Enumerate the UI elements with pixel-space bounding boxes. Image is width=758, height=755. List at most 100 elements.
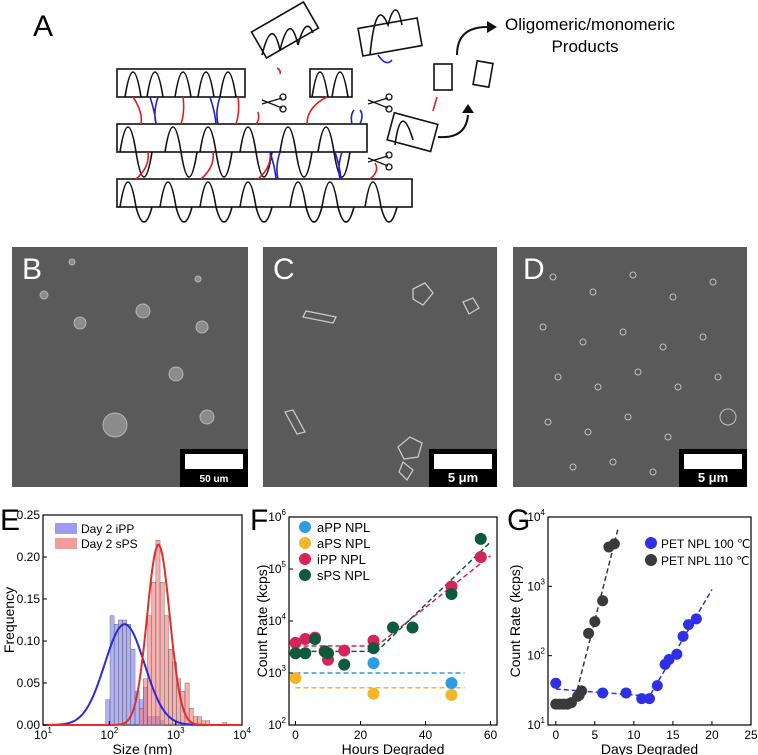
sem-image-d: D 5 μm (513, 247, 747, 487)
histogram-bar (130, 649, 136, 726)
legend-marker (645, 537, 657, 549)
panel-a-letter: A (33, 10, 54, 43)
crystal-particles (284, 282, 480, 482)
x-axis-label: Hours Degraded (342, 741, 445, 755)
scale-bar: 50 um (180, 449, 248, 487)
data-point (690, 613, 702, 625)
tick-label: 10 (627, 728, 641, 742)
histogram-bar (164, 615, 169, 726)
plot-frame (288, 516, 498, 726)
legend-marker (299, 553, 311, 565)
data-point (445, 677, 458, 690)
legend-swatch (55, 538, 77, 549)
panel-g-letter: G (507, 504, 531, 537)
scale-bar: 5 μm (679, 449, 747, 487)
tick-label: 0.05 (17, 676, 41, 690)
legend-marker (645, 554, 657, 566)
data-point (289, 672, 302, 685)
tick-label: 102 (268, 716, 286, 732)
arrow-icon (437, 26, 488, 139)
histogram-bar (118, 619, 123, 726)
data-point (387, 621, 399, 634)
legend-label: aPP NPL (317, 520, 370, 535)
data-point (597, 687, 609, 699)
histogram-bar (151, 581, 157, 726)
legend-label: sPS NPL (317, 568, 370, 583)
panel-c-letter: C (273, 253, 295, 286)
x-axis-label: Days Degraded (601, 741, 698, 755)
histogram-bar (122, 619, 127, 726)
legend-marker (299, 537, 311, 549)
lamella-bottom (116, 178, 413, 208)
blue-tie-chains (149, 54, 393, 180)
legend-label: PET NPL 110 ℃ (661, 554, 750, 568)
legend-swatch (55, 523, 77, 534)
data-point (677, 630, 689, 642)
data-point (474, 551, 487, 564)
panel-f-letter: F (250, 504, 269, 537)
tick-label: 0.00 (17, 718, 41, 732)
data-point (367, 687, 380, 700)
data-point (597, 595, 609, 607)
lamella-top-left (116, 68, 246, 98)
fit-line (574, 527, 620, 698)
tick-label: 60 (484, 728, 498, 742)
x-axis-label: Size (nm) (113, 741, 173, 755)
tick-label: 104 (527, 508, 545, 524)
fit-curve (43, 543, 242, 726)
histogram-bar (113, 623, 119, 726)
data-point (309, 633, 321, 646)
tick-label: 101 (34, 726, 52, 742)
plot-frame (42, 514, 243, 726)
data-point (550, 677, 562, 689)
data-point (636, 693, 648, 705)
data-point (338, 658, 351, 671)
data-point (683, 619, 695, 631)
tick-label: 102 (100, 726, 118, 742)
data-point (474, 532, 487, 545)
tick-label: 103 (527, 577, 545, 593)
tick-label: 0 (552, 728, 559, 742)
data-point (406, 621, 419, 634)
histogram-bar (126, 623, 131, 726)
tick-label: 106 (268, 508, 286, 524)
tick-label: 40 (419, 728, 433, 742)
legend-marker (299, 569, 311, 581)
tick-label: 103 (268, 664, 286, 680)
data-point (589, 616, 601, 628)
histogram-bar (138, 707, 144, 726)
data-point (583, 627, 595, 639)
tick-label: 0.15 (17, 592, 41, 606)
histogram-bar (143, 678, 148, 726)
tick-label: 0.10 (17, 634, 41, 648)
small-crystal-particles (539, 271, 737, 476)
arrow-head-icon (487, 21, 497, 33)
histogram-bar (109, 615, 115, 726)
y-axis-label: Frequency (1, 587, 17, 653)
panel-e-letter: E (0, 504, 21, 537)
arrow-head-icon (462, 104, 474, 113)
tick-label: 103 (167, 726, 185, 742)
tick-label: 25 (744, 728, 758, 742)
y-axis-label: Count Rate (kcps) (255, 565, 270, 678)
data-point (576, 685, 588, 697)
tick-label: 104 (233, 726, 251, 742)
data-point (663, 654, 675, 666)
sem-image-c: C 5 μm (263, 247, 497, 487)
legend-label: aPS NPL (317, 536, 370, 551)
histogram-bar (147, 615, 152, 726)
sem-image-b: B 50 um (12, 247, 248, 487)
data-point (299, 633, 312, 646)
histogram-bar (168, 649, 173, 726)
data-point (289, 647, 302, 660)
data-point (289, 636, 302, 649)
data-point (338, 644, 351, 657)
legend-label: Day 2 sPS (81, 537, 138, 551)
tick-label: 102 (527, 647, 545, 663)
tick-label: 0.20 (17, 550, 41, 564)
lamella-middle (116, 123, 368, 153)
tick-label: 20 (354, 728, 368, 742)
